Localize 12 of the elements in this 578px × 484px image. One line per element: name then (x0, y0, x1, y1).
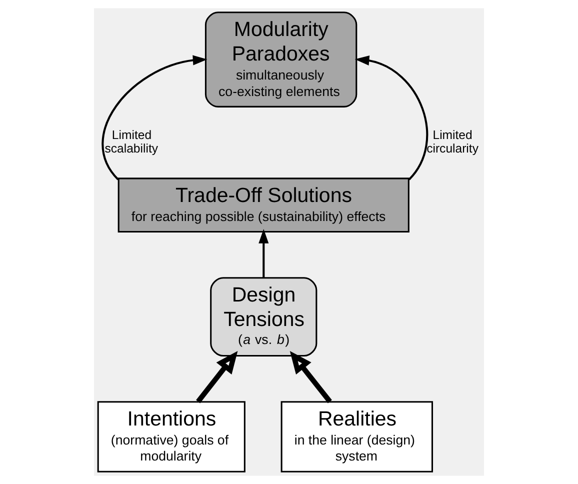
node-box: Intentions (normative) goals of modularity (97, 401, 246, 472)
arrow (354, 55, 428, 180)
node-box: Realities in the linear (design) system (280, 401, 433, 472)
arrow (290, 351, 332, 404)
arrow (258, 228, 269, 278)
arrow (102, 55, 208, 180)
arrow (196, 350, 238, 404)
node-box: Trade-Off Solutions for reaching possible (sustainability) effects (118, 178, 410, 233)
edge-label: Limited circularity (426, 128, 478, 156)
node-box: Design Tensions (a vs. b) (210, 277, 318, 357)
edge-label: Limited scalability (104, 128, 158, 156)
node-box: Modularity Paradoxes simultaneously co-existing elements (204, 12, 358, 108)
